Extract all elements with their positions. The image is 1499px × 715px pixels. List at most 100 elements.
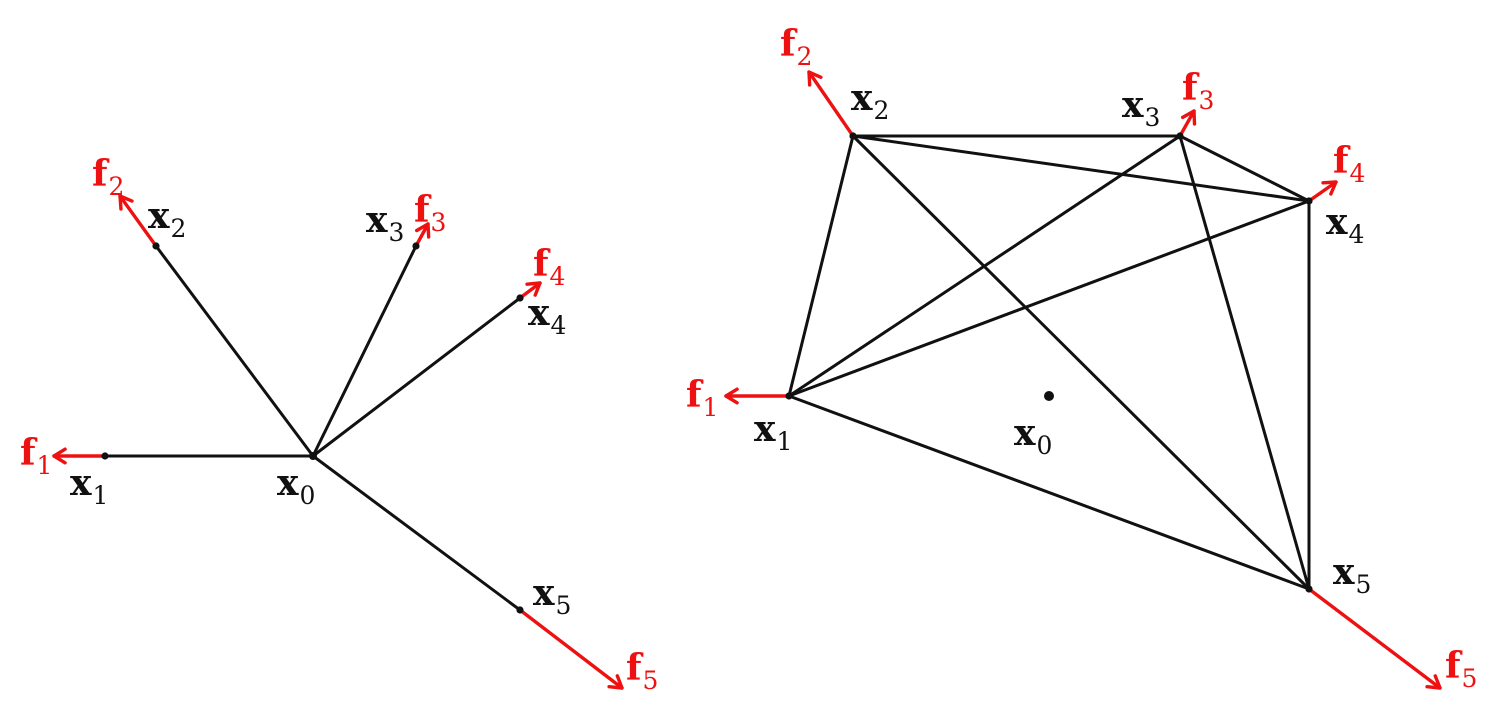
force-arrow-f5 bbox=[1307, 587, 1442, 690]
label-x0: x0 bbox=[1014, 412, 1052, 460]
vertex-x1 bbox=[101, 452, 109, 460]
vertex-x4 bbox=[516, 294, 524, 302]
label-x4-base: x bbox=[528, 292, 550, 334]
label-x2: x2 bbox=[148, 195, 186, 243]
label-f4-base: f bbox=[1333, 140, 1351, 182]
vertex-x2 bbox=[849, 132, 857, 140]
edge-x0-x3 bbox=[311, 244, 418, 458]
vertex-x3 bbox=[412, 242, 420, 250]
label-f2-base: f bbox=[92, 153, 110, 195]
label-x1-base: x bbox=[70, 462, 92, 504]
label-x5-subscript: 5 bbox=[1355, 570, 1371, 599]
force-arrow-f5 bbox=[518, 608, 624, 690]
label-x2: x2 bbox=[851, 77, 889, 125]
label-f1-subscript: 1 bbox=[37, 451, 53, 480]
edge-x0-x5 bbox=[311, 454, 522, 612]
label-f2: f2 bbox=[92, 153, 124, 201]
label-x2-subscript: 2 bbox=[170, 214, 186, 243]
label-f3-base: f bbox=[1182, 67, 1200, 109]
vertex-x3 bbox=[1176, 132, 1184, 140]
force-arrow-f3 bbox=[1178, 109, 1197, 138]
label-x1: x1 bbox=[754, 408, 792, 456]
label-f1: f1 bbox=[20, 432, 52, 480]
label-x5: x5 bbox=[533, 572, 571, 620]
label-f3: f3 bbox=[414, 189, 446, 237]
label-x3-subscript: 3 bbox=[1144, 103, 1160, 132]
label-x5-base: x bbox=[533, 572, 555, 614]
vertex-x0 bbox=[1044, 391, 1054, 401]
vertex-x4 bbox=[1305, 197, 1313, 205]
force-arrow-f2 bbox=[118, 194, 158, 248]
label-x2-base: x bbox=[851, 77, 873, 119]
force-arrow-f1 bbox=[724, 387, 791, 405]
force-arrow-f4 bbox=[518, 281, 542, 300]
label-x4-base: x bbox=[1326, 201, 1348, 243]
label-x3-base: x bbox=[1122, 84, 1144, 126]
edge-x3-x4 bbox=[1178, 134, 1311, 203]
label-x4-subscript: 4 bbox=[1348, 220, 1364, 249]
vertex-x2 bbox=[152, 242, 160, 250]
edge-x1-x5 bbox=[787, 394, 1311, 591]
vertex-x0 bbox=[309, 452, 317, 460]
label-x0-base: x bbox=[1014, 412, 1036, 454]
label-f4-subscript: 4 bbox=[1350, 159, 1366, 188]
label-x3-base: x bbox=[366, 199, 388, 241]
edge-x0-x2 bbox=[154, 244, 315, 458]
force-arrow-f2 bbox=[807, 70, 855, 138]
label-f5: f5 bbox=[626, 647, 658, 695]
label-x0: x0 bbox=[277, 462, 315, 510]
edge-x1-x4 bbox=[787, 199, 1311, 398]
label-f2-subscript: 2 bbox=[797, 42, 813, 71]
label-f2-subscript: 2 bbox=[109, 172, 125, 201]
label-f3-subscript: 3 bbox=[1199, 86, 1215, 115]
label-f2: f2 bbox=[780, 23, 812, 71]
edge-x2-x4 bbox=[851, 134, 1311, 203]
label-f3-subscript: 3 bbox=[431, 208, 447, 237]
label-x5-subscript: 5 bbox=[555, 591, 571, 620]
label-x3: x3 bbox=[366, 199, 404, 247]
label-x5: x5 bbox=[1333, 551, 1371, 599]
label-f1-base: f bbox=[686, 374, 704, 416]
label-x4-subscript: 4 bbox=[550, 311, 566, 340]
label-f4: f4 bbox=[533, 243, 565, 291]
label-x1-subscript: 1 bbox=[776, 427, 792, 456]
label-x0-subscript: 0 bbox=[1036, 431, 1052, 460]
label-x0-subscript: 0 bbox=[299, 481, 315, 510]
label-x0-base: x bbox=[277, 462, 299, 504]
label-f1-base: f bbox=[20, 432, 38, 474]
label-x3: x3 bbox=[1122, 84, 1160, 132]
label-f5-subscript: 5 bbox=[643, 666, 659, 695]
force-arrow-f3 bbox=[414, 222, 431, 248]
label-x4: x4 bbox=[528, 292, 566, 340]
edge-x3-x5 bbox=[1178, 134, 1311, 591]
label-x4: x4 bbox=[1326, 201, 1364, 249]
label-x5-base: x bbox=[1333, 551, 1355, 593]
label-x2-subscript: 2 bbox=[873, 96, 889, 125]
label-f4-subscript: 4 bbox=[550, 262, 566, 291]
label-f1-subscript: 1 bbox=[703, 393, 719, 422]
label-f1: f1 bbox=[686, 374, 718, 422]
label-f5-base: f bbox=[626, 647, 644, 689]
label-f3-base: f bbox=[414, 189, 432, 231]
force-arrow-f4 bbox=[1307, 180, 1338, 203]
label-x3-subscript: 3 bbox=[388, 218, 404, 247]
label-f4-base: f bbox=[533, 243, 551, 285]
label-x1-subscript: 1 bbox=[92, 481, 108, 510]
label-x1-base: x bbox=[754, 408, 776, 450]
vertex-x5 bbox=[1305, 585, 1313, 593]
label-f4: f4 bbox=[1333, 140, 1365, 188]
force-arrow-f1 bbox=[52, 447, 107, 465]
vertex-x1 bbox=[785, 392, 793, 400]
label-x1: x1 bbox=[70, 462, 108, 510]
label-f5-subscript: 5 bbox=[1462, 664, 1478, 693]
edge-x1-x2 bbox=[787, 134, 855, 398]
vertex-x5 bbox=[516, 606, 524, 614]
label-f5: f5 bbox=[1445, 645, 1477, 693]
label-f2-base: f bbox=[780, 23, 798, 65]
edge-x0-x4 bbox=[311, 296, 522, 458]
label-x2-base: x bbox=[148, 195, 170, 237]
label-f5-base: f bbox=[1445, 645, 1463, 687]
edge-x2-x5 bbox=[851, 134, 1311, 591]
